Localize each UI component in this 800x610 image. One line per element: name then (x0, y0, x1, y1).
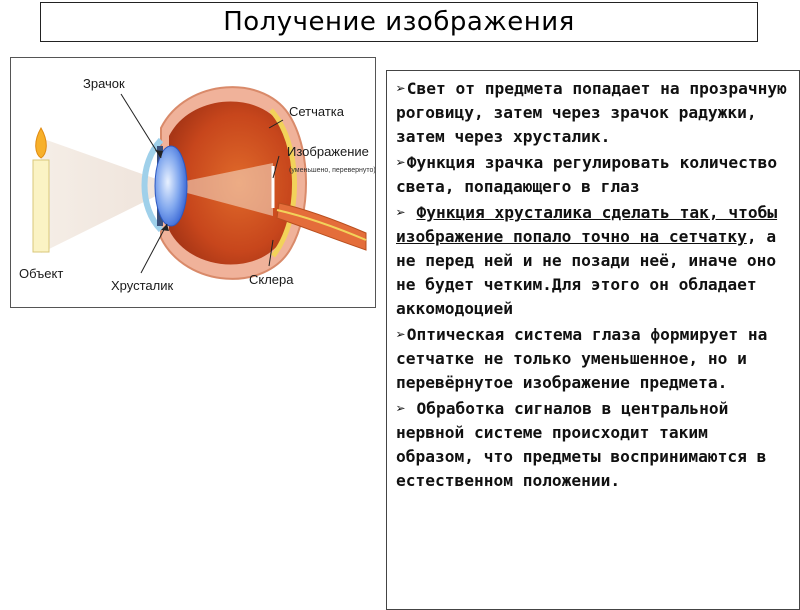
eye-diagram-svg: Зрачок Сетчатка Изображение (уменьшено, … (19, 76, 376, 293)
bullet-arrow-icon: ➢ (396, 79, 406, 98)
bullet-1: ➢Свет от предмета попадает на прозрачную… (396, 77, 795, 149)
label-image-note: (уменьшено, перевернуто) (289, 167, 376, 174)
light-beam-in (41, 138, 176, 253)
candle-flame (35, 126, 47, 159)
bullet-arrow-icon: ➢ (396, 399, 406, 418)
bullet-3-rest: , а не перед ней и не позади неё, иначе … (396, 227, 777, 318)
optic-nerve (276, 202, 367, 251)
lens-shape (154, 145, 188, 227)
slide-title: Получение изображения (40, 2, 758, 42)
bullet-1-text: Свет от предмета попадает на прозрачную … (396, 79, 787, 146)
retina-arc (269, 108, 297, 258)
bullet-3: ➢ Функция хрусталика сделать так, чтобы … (396, 201, 795, 321)
label-sclera: Склера (249, 272, 294, 287)
bullet-4-text: Оптическая система глаза формирует на се… (396, 325, 768, 392)
bullet-5-text: Обработка сигналов в центральной нервной… (396, 399, 767, 490)
candle-body (32, 159, 50, 253)
explanation-text: ➢Свет от предмета попадает на прозрачную… (386, 70, 800, 610)
bullet-2: ➢Функция зрачка регулировать количество … (396, 151, 795, 199)
bullet-5: ➢ Обработка сигналов в центральной нервн… (396, 397, 795, 493)
bullet-arrow-icon: ➢ (396, 203, 406, 222)
bullet-4: ➢Оптическая система глаза формирует на с… (396, 323, 795, 395)
label-retina: Сетчатка (289, 104, 345, 119)
label-lens: Хрусталик (111, 278, 173, 293)
light-beam-out (161, 163, 273, 216)
bullet-3-underlined: Функция хрусталика сделать так, чтобы из… (396, 203, 778, 246)
bullet-arrow-icon: ➢ (396, 325, 406, 344)
label-pupil: Зрачок (83, 76, 125, 91)
bullet-arrow-icon: ➢ (396, 153, 406, 172)
bullet-2-text: Функция зрачка регулировать количество с… (396, 153, 778, 196)
label-image: Изображение (287, 144, 369, 159)
label-object: Объект (19, 266, 63, 281)
eye-diagram: Зрачок Сетчатка Изображение (уменьшено, … (10, 57, 376, 308)
